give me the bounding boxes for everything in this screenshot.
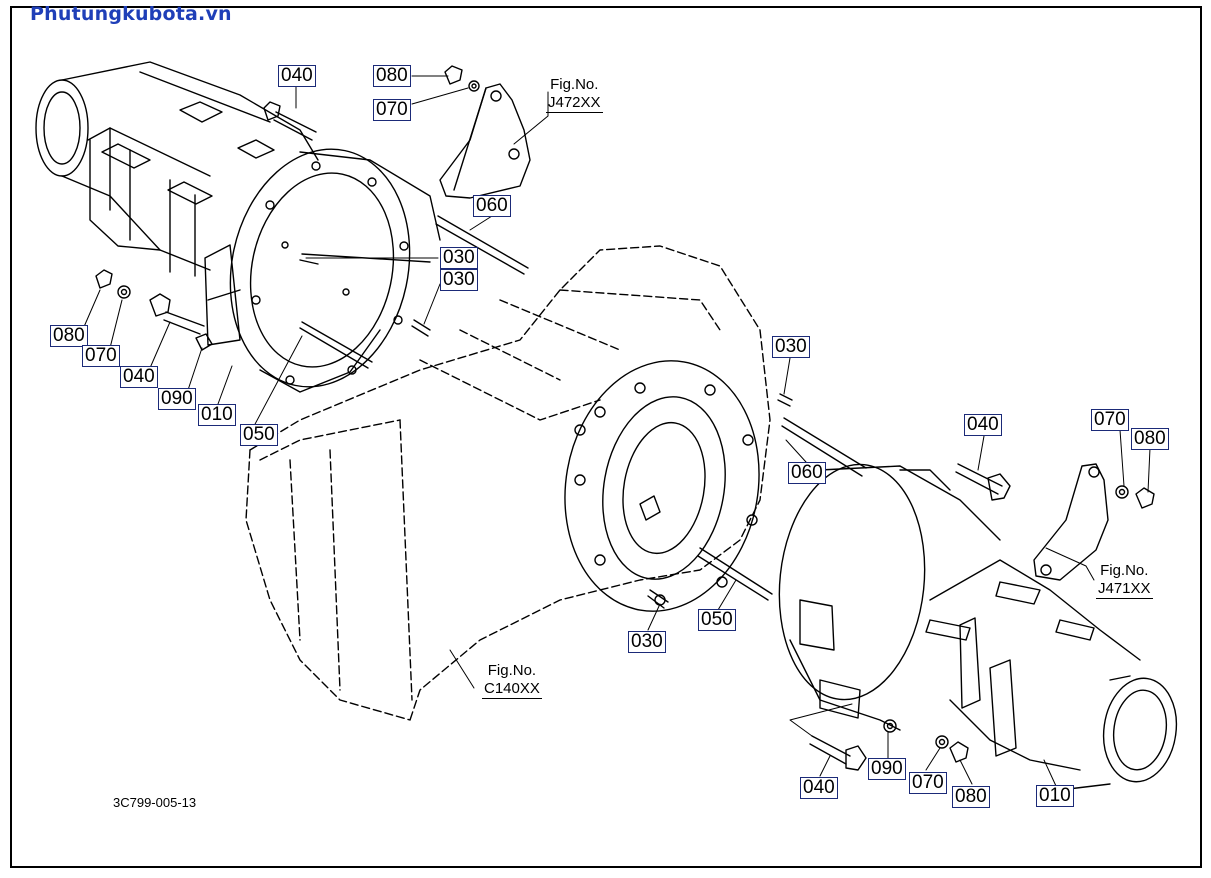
- callout-040-top-left[interactable]: 040: [278, 65, 316, 87]
- callout-060-right[interactable]: 060: [788, 462, 826, 484]
- right-bracket: [1033, 463, 1109, 581]
- right-axle-housing: [778, 463, 1178, 791]
- callout-090-left[interactable]: 090: [158, 388, 196, 410]
- leader-lines: [79, 75, 1151, 787]
- callout-040-left[interactable]: 040: [120, 366, 158, 388]
- drawing-number: 3C799-005-13: [113, 795, 197, 810]
- callout-030-right-upper[interactable]: 030: [772, 336, 810, 358]
- callout-010-bottom-right[interactable]: 010: [1036, 785, 1074, 807]
- left-axle-housing: [35, 61, 319, 346]
- callout-070-top[interactable]: 070: [373, 99, 411, 121]
- callout-080-bottom[interactable]: 080: [952, 786, 990, 808]
- fig-ref-code: J471XX: [1096, 580, 1153, 599]
- callout-080-top[interactable]: 080: [373, 65, 411, 87]
- top-bracket: [439, 83, 531, 199]
- callout-040-right[interactable]: 040: [964, 414, 1002, 436]
- callout-040-bottom[interactable]: 040: [800, 777, 838, 799]
- callout-050-right[interactable]: 050: [698, 609, 736, 631]
- callout-070-left[interactable]: 070: [82, 345, 120, 367]
- fig-ref-label: Fig.No.: [1100, 562, 1149, 579]
- fig-ref-j471xx[interactable]: Fig.No. J471XX: [1096, 562, 1153, 599]
- callout-070-right[interactable]: 070: [1091, 409, 1129, 431]
- drawing-frame: [10, 6, 1202, 868]
- fig-ref-code: J472XX: [546, 94, 603, 113]
- left-flange-ring: [229, 148, 441, 393]
- callout-060-top[interactable]: 060: [473, 195, 511, 217]
- center-flange: [564, 360, 760, 612]
- callout-010-left[interactable]: 010: [198, 404, 236, 426]
- fig-ref-label: Fig.No.: [550, 76, 599, 93]
- fig-ref-j472xx[interactable]: Fig.No. J472XX: [546, 76, 603, 113]
- callout-080-right[interactable]: 080: [1131, 428, 1169, 450]
- transmission-case: [245, 245, 771, 721]
- site-watermark: Phutungkubota.vn: [30, 3, 232, 25]
- callout-030-upper[interactable]: 030: [440, 247, 478, 269]
- callout-030-lower[interactable]: 030: [440, 269, 478, 291]
- fig-ref-label: Fig.No.: [487, 662, 537, 679]
- callout-080-left[interactable]: 080: [50, 325, 88, 347]
- callout-090-bottom[interactable]: 090: [868, 758, 906, 780]
- fig-ref-c140xx[interactable]: Fig.No. C140XX: [482, 662, 542, 699]
- callout-050-left[interactable]: 050: [240, 424, 278, 446]
- callout-030-bottom[interactable]: 030: [628, 631, 666, 653]
- fig-ref-code: C140XX: [482, 680, 542, 699]
- callout-070-bottom[interactable]: 070: [909, 772, 947, 794]
